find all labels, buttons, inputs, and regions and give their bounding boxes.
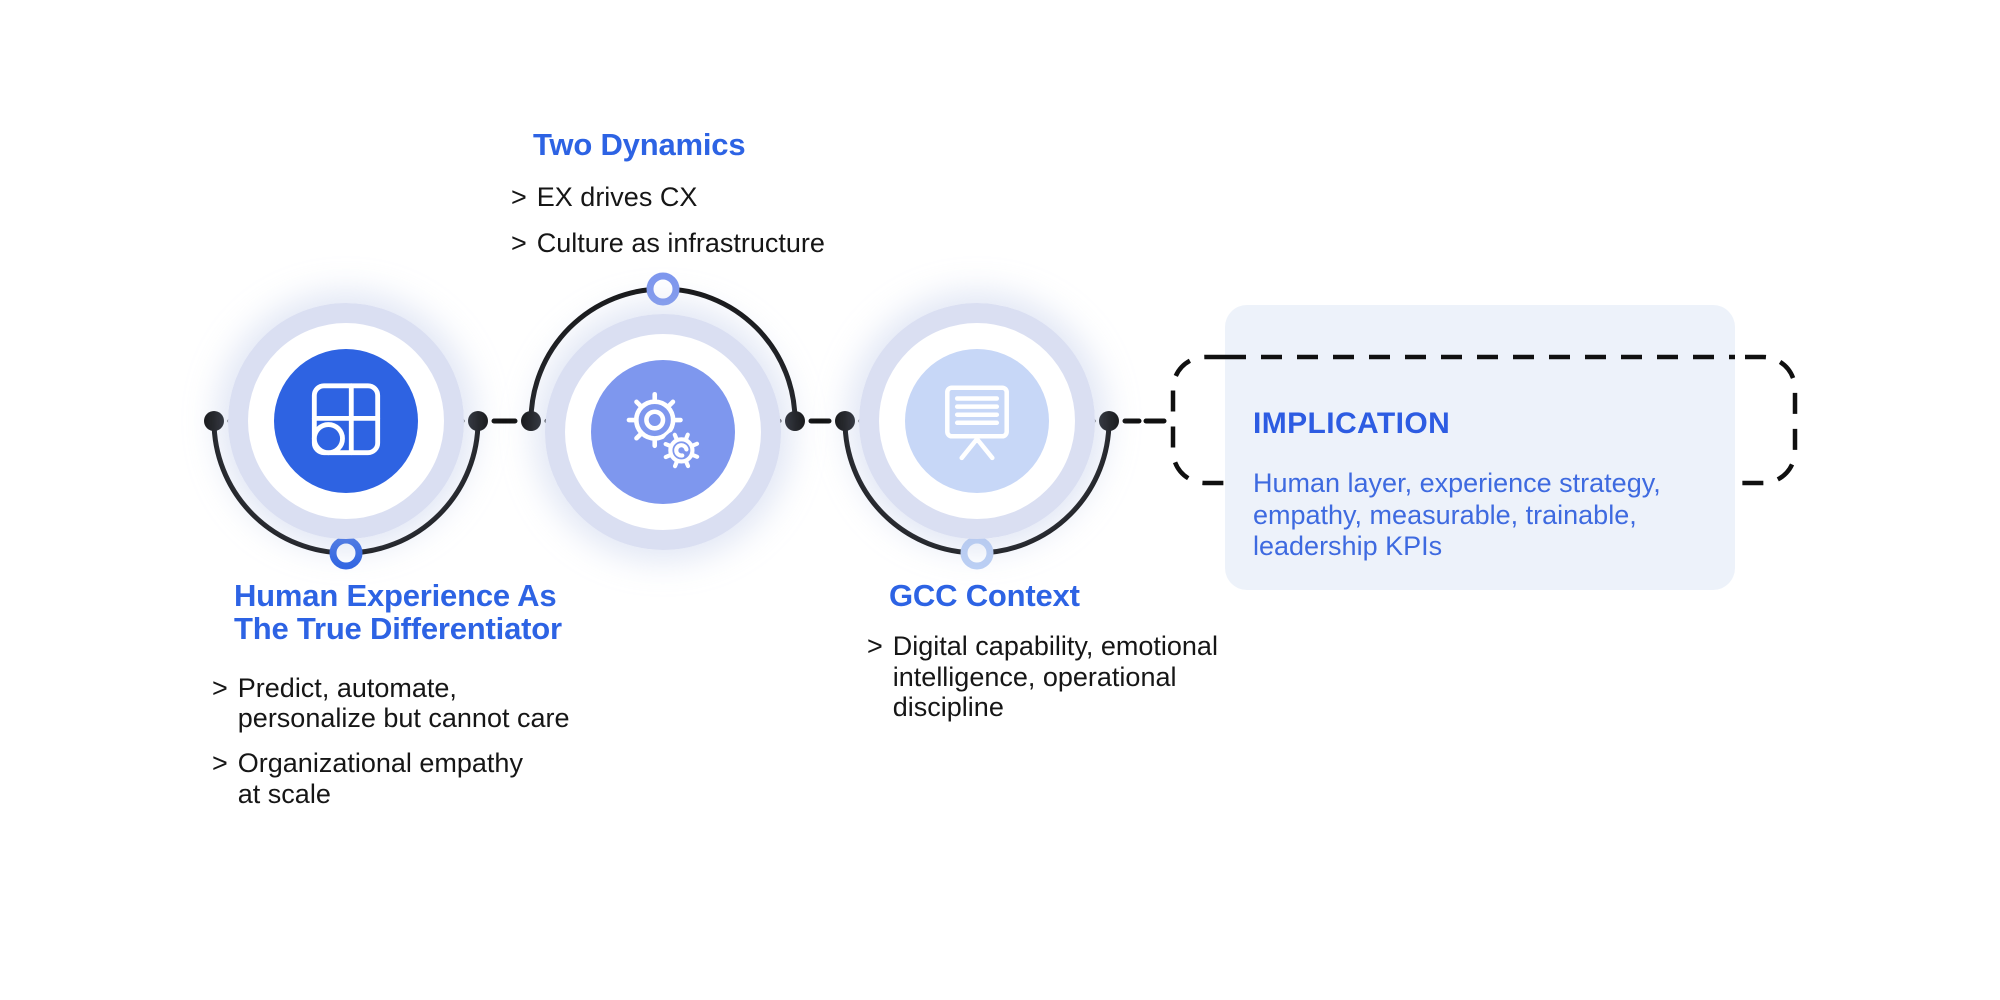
two-dynamics-bullets: > EX drives CX > Culture as infrastructu… [511, 182, 825, 257]
list-item: > Organizational empathy at scale [212, 748, 523, 809]
chevron-bullet-icon: > [212, 748, 228, 779]
gcc-context-bullets: > Digital capability, emotional intellig… [867, 631, 1218, 722]
chevron-bullet-icon: > [511, 182, 527, 213]
chevron-bullet-icon: > [867, 631, 883, 662]
dashboard-grid-icon [311, 383, 381, 456]
implication-body: Human layer, experience strategy, empath… [1253, 468, 1661, 562]
human-experience-title: Human Experience As The True Differentia… [234, 578, 562, 647]
label-gcc-context: GCC Context > Digital capability, emotio… [867, 579, 1218, 722]
label-human-experience: Human Experience As The True Differentia… [212, 579, 570, 809]
implication-title: IMPLICATION [1253, 407, 1451, 440]
chevron-bullet-icon: > [511, 227, 527, 258]
gcc-context-title: GCC Context [889, 578, 1080, 613]
gears-icon [626, 391, 703, 472]
list-item: > Predict, automate, personalize but can… [212, 672, 570, 734]
node-gcc-context-circle [905, 349, 1049, 493]
node-gcc-context [859, 303, 1095, 539]
chevron-bullet-icon: > [212, 672, 228, 703]
implication-box: IMPLICATION Human layer, experience stra… [1225, 305, 1735, 590]
node-two-dynamics-circle [591, 360, 735, 504]
label-two-dynamics: Two Dynamics > EX drives CX > Culture as… [511, 128, 825, 258]
list-item: > Digital capability, emotional intellig… [867, 631, 1218, 722]
list-item: > Culture as infrastructure [511, 227, 825, 258]
node-two-dynamics [545, 314, 781, 550]
list-item: > EX drives CX [511, 182, 698, 213]
presentation-board-icon [945, 385, 1009, 461]
node-human-experience-circle [274, 349, 418, 493]
node-human-experience [228, 303, 464, 539]
human-experience-bullets: > Predict, automate, personalize but can… [212, 673, 570, 809]
two-dynamics-title: Two Dynamics [533, 127, 746, 162]
